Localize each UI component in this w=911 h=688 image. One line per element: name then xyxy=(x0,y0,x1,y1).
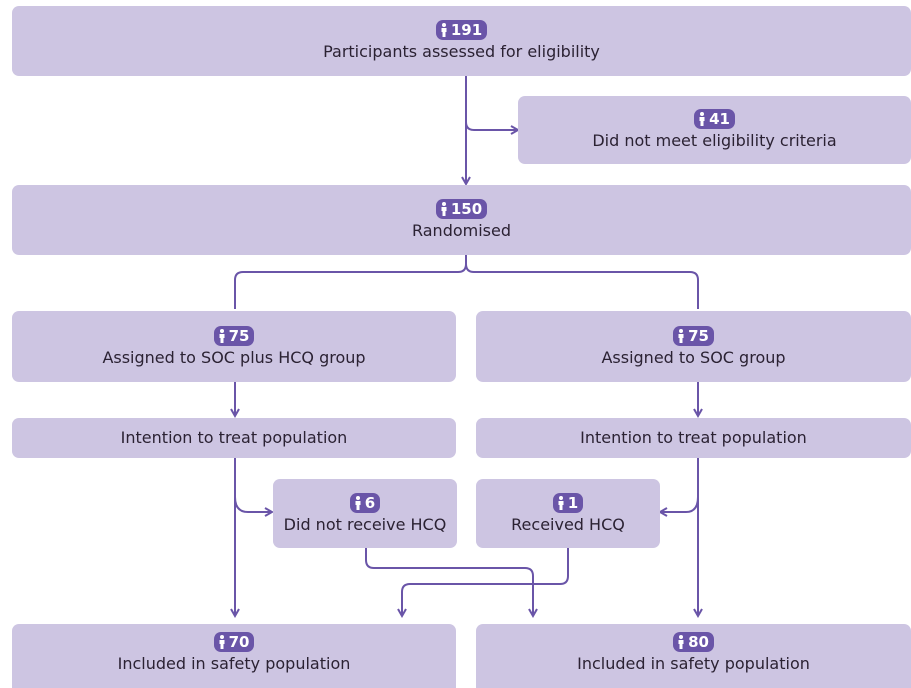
box-label: Did not receive HCQ xyxy=(283,514,447,534)
arrow-to-got-hcq xyxy=(660,496,699,512)
count-badge: 75 xyxy=(673,325,714,346)
person-icon xyxy=(699,112,705,126)
count-badge: 6 xyxy=(349,492,381,513)
safety-left-box: 70 Included in safety population xyxy=(12,624,456,688)
person-icon xyxy=(355,495,361,510)
count-value: 75 xyxy=(228,326,250,345)
box-label: Did not meet eligibility criteria xyxy=(592,131,837,150)
count-value: 6 xyxy=(364,493,376,512)
box-label: Included in safety population xyxy=(577,654,810,673)
hcq-group-box: 75 Assigned to SOC plus HCQ group xyxy=(12,311,456,382)
count-value: 70 xyxy=(228,633,250,651)
arrow-to-no-hcq xyxy=(234,496,272,512)
person-icon xyxy=(441,23,447,37)
box-label: Assigned to SOC plus HCQ group xyxy=(102,347,366,367)
itt-right-box: Intention to treat population xyxy=(476,418,911,458)
box-label: Included in safety population xyxy=(117,654,351,673)
excluded-box: 41 Did not meet eligibility criteria xyxy=(518,96,911,164)
count-value: 1 xyxy=(567,493,579,512)
box-label: Received HCQ xyxy=(511,514,625,534)
itt-left-box: Intention to treat population xyxy=(12,418,456,458)
count-badge: 150 xyxy=(435,199,488,219)
box-label: Intention to treat population xyxy=(580,428,807,447)
count-value: 191 xyxy=(450,21,483,39)
safety-right-box: 80 Included in safety population xyxy=(476,624,911,688)
soc-group-box: 75 Assigned to SOC group xyxy=(476,311,911,382)
box-label: Intention to treat population xyxy=(120,428,348,447)
arrow-randomised-split xyxy=(234,255,699,309)
count-badge: 70 xyxy=(213,632,255,652)
box-label: Randomised xyxy=(411,221,512,240)
count-badge: 191 xyxy=(435,20,488,40)
person-icon xyxy=(678,635,684,649)
count-badge: 80 xyxy=(673,632,714,652)
arrow-got-hcq-cross xyxy=(402,548,569,616)
arrow-to-excluded xyxy=(465,121,518,130)
person-icon xyxy=(219,635,225,649)
person-icon xyxy=(441,202,447,216)
count-badge: 41 xyxy=(694,109,735,129)
person-icon xyxy=(219,328,225,343)
count-value: 150 xyxy=(450,200,483,218)
person-icon xyxy=(558,495,564,510)
arrow-no-hcq-cross xyxy=(365,548,533,616)
box-label: Participants assessed for eligibility xyxy=(323,42,600,61)
count-badge: 75 xyxy=(213,325,255,346)
randomised-box: 150 Randomised xyxy=(12,185,911,255)
person-icon xyxy=(678,328,684,343)
box-label: Assigned to SOC group xyxy=(601,347,786,367)
count-value: 75 xyxy=(688,326,709,345)
got-hcq-box: 1 Received HCQ xyxy=(476,479,660,548)
count-badge: 1 xyxy=(552,492,584,513)
count-value: 80 xyxy=(688,633,709,651)
count-value: 41 xyxy=(709,110,730,128)
assessed-box: 191 Participants assessed for eligibilit… xyxy=(12,6,911,76)
no-hcq-box: 6 Did not receive HCQ xyxy=(273,479,457,548)
